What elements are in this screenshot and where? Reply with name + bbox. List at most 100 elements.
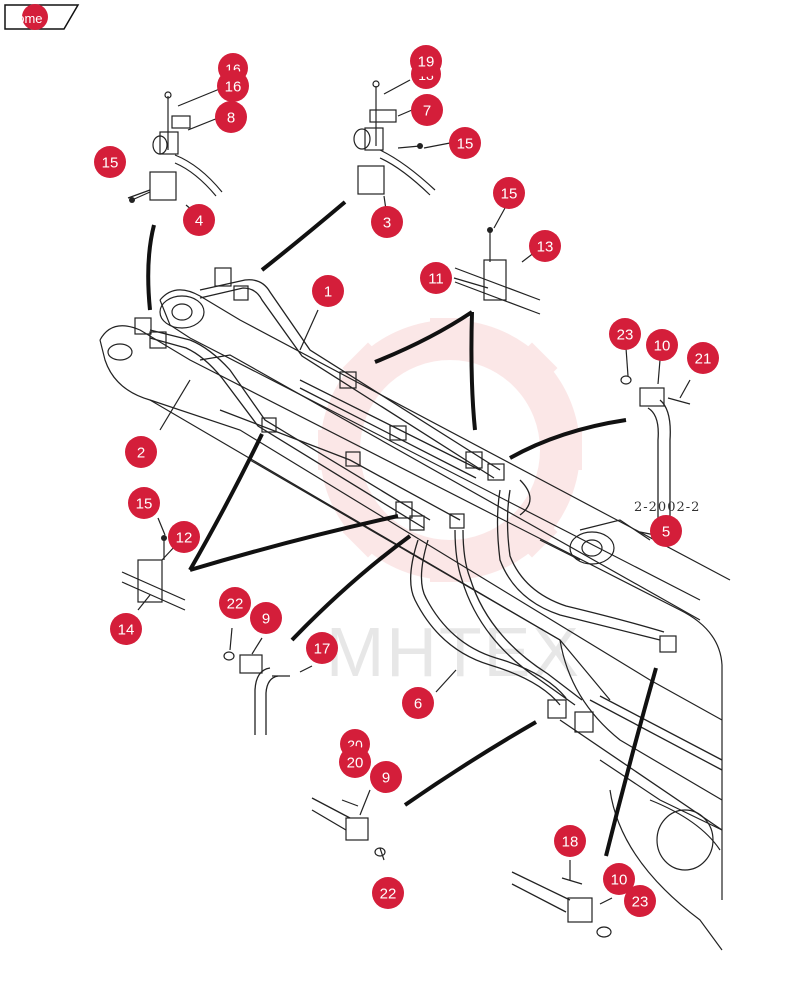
callout-number: 18: [562, 834, 579, 851]
callout-10[interactable]: 10: [603, 863, 635, 895]
callout-marker[interactable]: [646, 329, 678, 361]
callout-marker[interactable]: [183, 204, 215, 236]
callout-number: 2: [137, 445, 145, 462]
callout-number: 15: [102, 155, 119, 172]
boom-structure: [99, 289, 731, 951]
callout-23[interactable]: 23: [609, 318, 641, 350]
upper-pipes: [149, 279, 501, 529]
detail-clamp-11: [454, 227, 541, 315]
callout-marker[interactable]: [215, 101, 247, 133]
callout-6[interactable]: 6: [402, 687, 434, 719]
callout-1[interactable]: 1: [312, 275, 344, 307]
callout-marker[interactable]: [410, 45, 442, 77]
callout-16[interactable]: 16: [217, 70, 249, 102]
callout-marker[interactable]: [128, 487, 160, 519]
callout-22[interactable]: 22: [219, 587, 251, 619]
callout-number: 17: [314, 641, 331, 658]
detail-fitting-9a: [223, 651, 290, 735]
callout-marker[interactable]: [624, 885, 656, 917]
callout-number: 20: [347, 755, 364, 772]
callout-23[interactable]: 23: [624, 885, 656, 917]
home-tab[interactable]: home: [4, 4, 80, 30]
home-tab-shape: [4, 4, 80, 30]
callout-marker[interactable]: [650, 515, 682, 547]
callout-marker[interactable]: [125, 436, 157, 468]
callout-17[interactable]: 17: [306, 632, 338, 664]
leader-lines-thin: [127, 79, 691, 905]
callout-15[interactable]: 15: [94, 146, 126, 178]
callout-marker[interactable]: [372, 877, 404, 909]
callout-21[interactable]: 21: [687, 342, 719, 374]
callout-18[interactable]: 18: [554, 825, 586, 857]
callout-number: 22: [380, 886, 397, 903]
callout-number: 15: [136, 496, 153, 513]
callout-marker[interactable]: [339, 746, 371, 778]
callout-number: 9: [382, 770, 390, 787]
callout-number: 8: [227, 110, 235, 127]
callout-number: 23: [632, 894, 649, 911]
detail-fitting-10a: [620, 375, 691, 520]
callout-marker[interactable]: [217, 70, 249, 102]
callout-markers: 1681541971531513111223102151512142291762…: [94, 45, 719, 917]
callout-number: 5: [662, 524, 670, 541]
callout-19[interactable]: 19: [410, 45, 442, 77]
callout-marker[interactable]: [411, 94, 443, 126]
callout-marker[interactable]: [687, 342, 719, 374]
callout-13[interactable]: 13: [529, 230, 561, 262]
callout-number: 10: [654, 338, 671, 355]
callout-8[interactable]: 8: [215, 101, 247, 133]
callout-5[interactable]: 5: [650, 515, 682, 547]
detail-clamp-12: [121, 535, 186, 611]
callout-number: 3: [383, 215, 391, 232]
callout-marker[interactable]: [94, 146, 126, 178]
callout-20[interactable]: 20: [339, 746, 371, 778]
callout-marker[interactable]: [371, 206, 403, 238]
callout-22[interactable]: 22: [372, 877, 404, 909]
callout-number: 23: [617, 327, 634, 344]
callout-marker[interactable]: [306, 632, 338, 664]
callout-marker[interactable]: [250, 602, 282, 634]
detail-bracket-4: [129, 91, 223, 203]
callout-10[interactable]: 10: [646, 329, 678, 361]
callout-marker[interactable]: [554, 825, 586, 857]
callout-number: 9: [262, 611, 270, 628]
callout-marker[interactable]: [609, 318, 641, 350]
callout-number: 1: [324, 284, 332, 301]
callout-number: 19: [418, 54, 435, 71]
leader-lines-thick: [146, 200, 658, 857]
callout-marker[interactable]: [603, 863, 635, 895]
callout-marker[interactable]: [219, 587, 251, 619]
callout-marker[interactable]: [402, 687, 434, 719]
callout-15[interactable]: 15: [128, 487, 160, 519]
callout-marker[interactable]: [168, 521, 200, 553]
callout-marker[interactable]: [312, 275, 344, 307]
callout-number: 15: [457, 136, 474, 153]
callout-9[interactable]: 9: [370, 761, 402, 793]
callout-marker[interactable]: [529, 230, 561, 262]
callout-3[interactable]: 3: [371, 206, 403, 238]
detail-fitting-10b: [511, 871, 612, 938]
detail-fitting-9b: [311, 797, 386, 857]
callout-14[interactable]: 14: [110, 613, 142, 645]
callout-4[interactable]: 4: [183, 204, 215, 236]
callout-12[interactable]: 12: [168, 521, 200, 553]
callout-marker[interactable]: [370, 761, 402, 793]
callout-number: 14: [118, 622, 135, 639]
callout-marker[interactable]: [493, 177, 525, 209]
callout-marker[interactable]: [420, 262, 452, 294]
home-link[interactable]: home: [10, 11, 43, 26]
callout-7[interactable]: 7: [411, 94, 443, 126]
callout-marker[interactable]: [110, 613, 142, 645]
callout-number: 6: [414, 696, 422, 713]
drawing-code: 2-2002-2: [634, 500, 701, 515]
callout-number: 12: [176, 530, 193, 547]
callout-number: 10: [611, 872, 628, 889]
callout-marker[interactable]: [449, 127, 481, 159]
callout-15[interactable]: 15: [449, 127, 481, 159]
boom-clamps: [134, 267, 677, 733]
callout-9[interactable]: 9: [250, 602, 282, 634]
callout-15[interactable]: 15: [493, 177, 525, 209]
callout-2[interactable]: 2: [125, 436, 157, 468]
callout-11[interactable]: 11: [420, 262, 452, 294]
